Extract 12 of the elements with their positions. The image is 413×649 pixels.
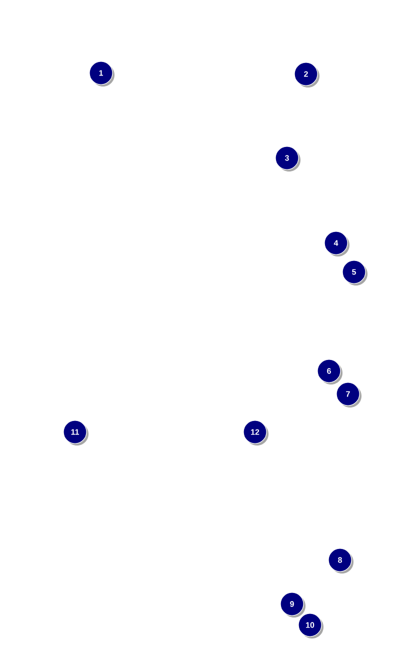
- callout-number: 12: [243, 420, 268, 446]
- callout-number: 8: [328, 548, 354, 574]
- callout-number: 9: [280, 592, 306, 618]
- callout-number: 5: [342, 260, 368, 286]
- callout-number: 1: [89, 61, 114, 86]
- callout-number: 2: [294, 62, 320, 88]
- callout-number: 4: [324, 231, 350, 256]
- callout-number: 7: [336, 382, 362, 408]
- callout-number: 11: [63, 420, 88, 446]
- callout-number: 3: [275, 146, 300, 172]
- callout-number: 6: [317, 359, 342, 384]
- callout-number: 10: [298, 613, 324, 638]
